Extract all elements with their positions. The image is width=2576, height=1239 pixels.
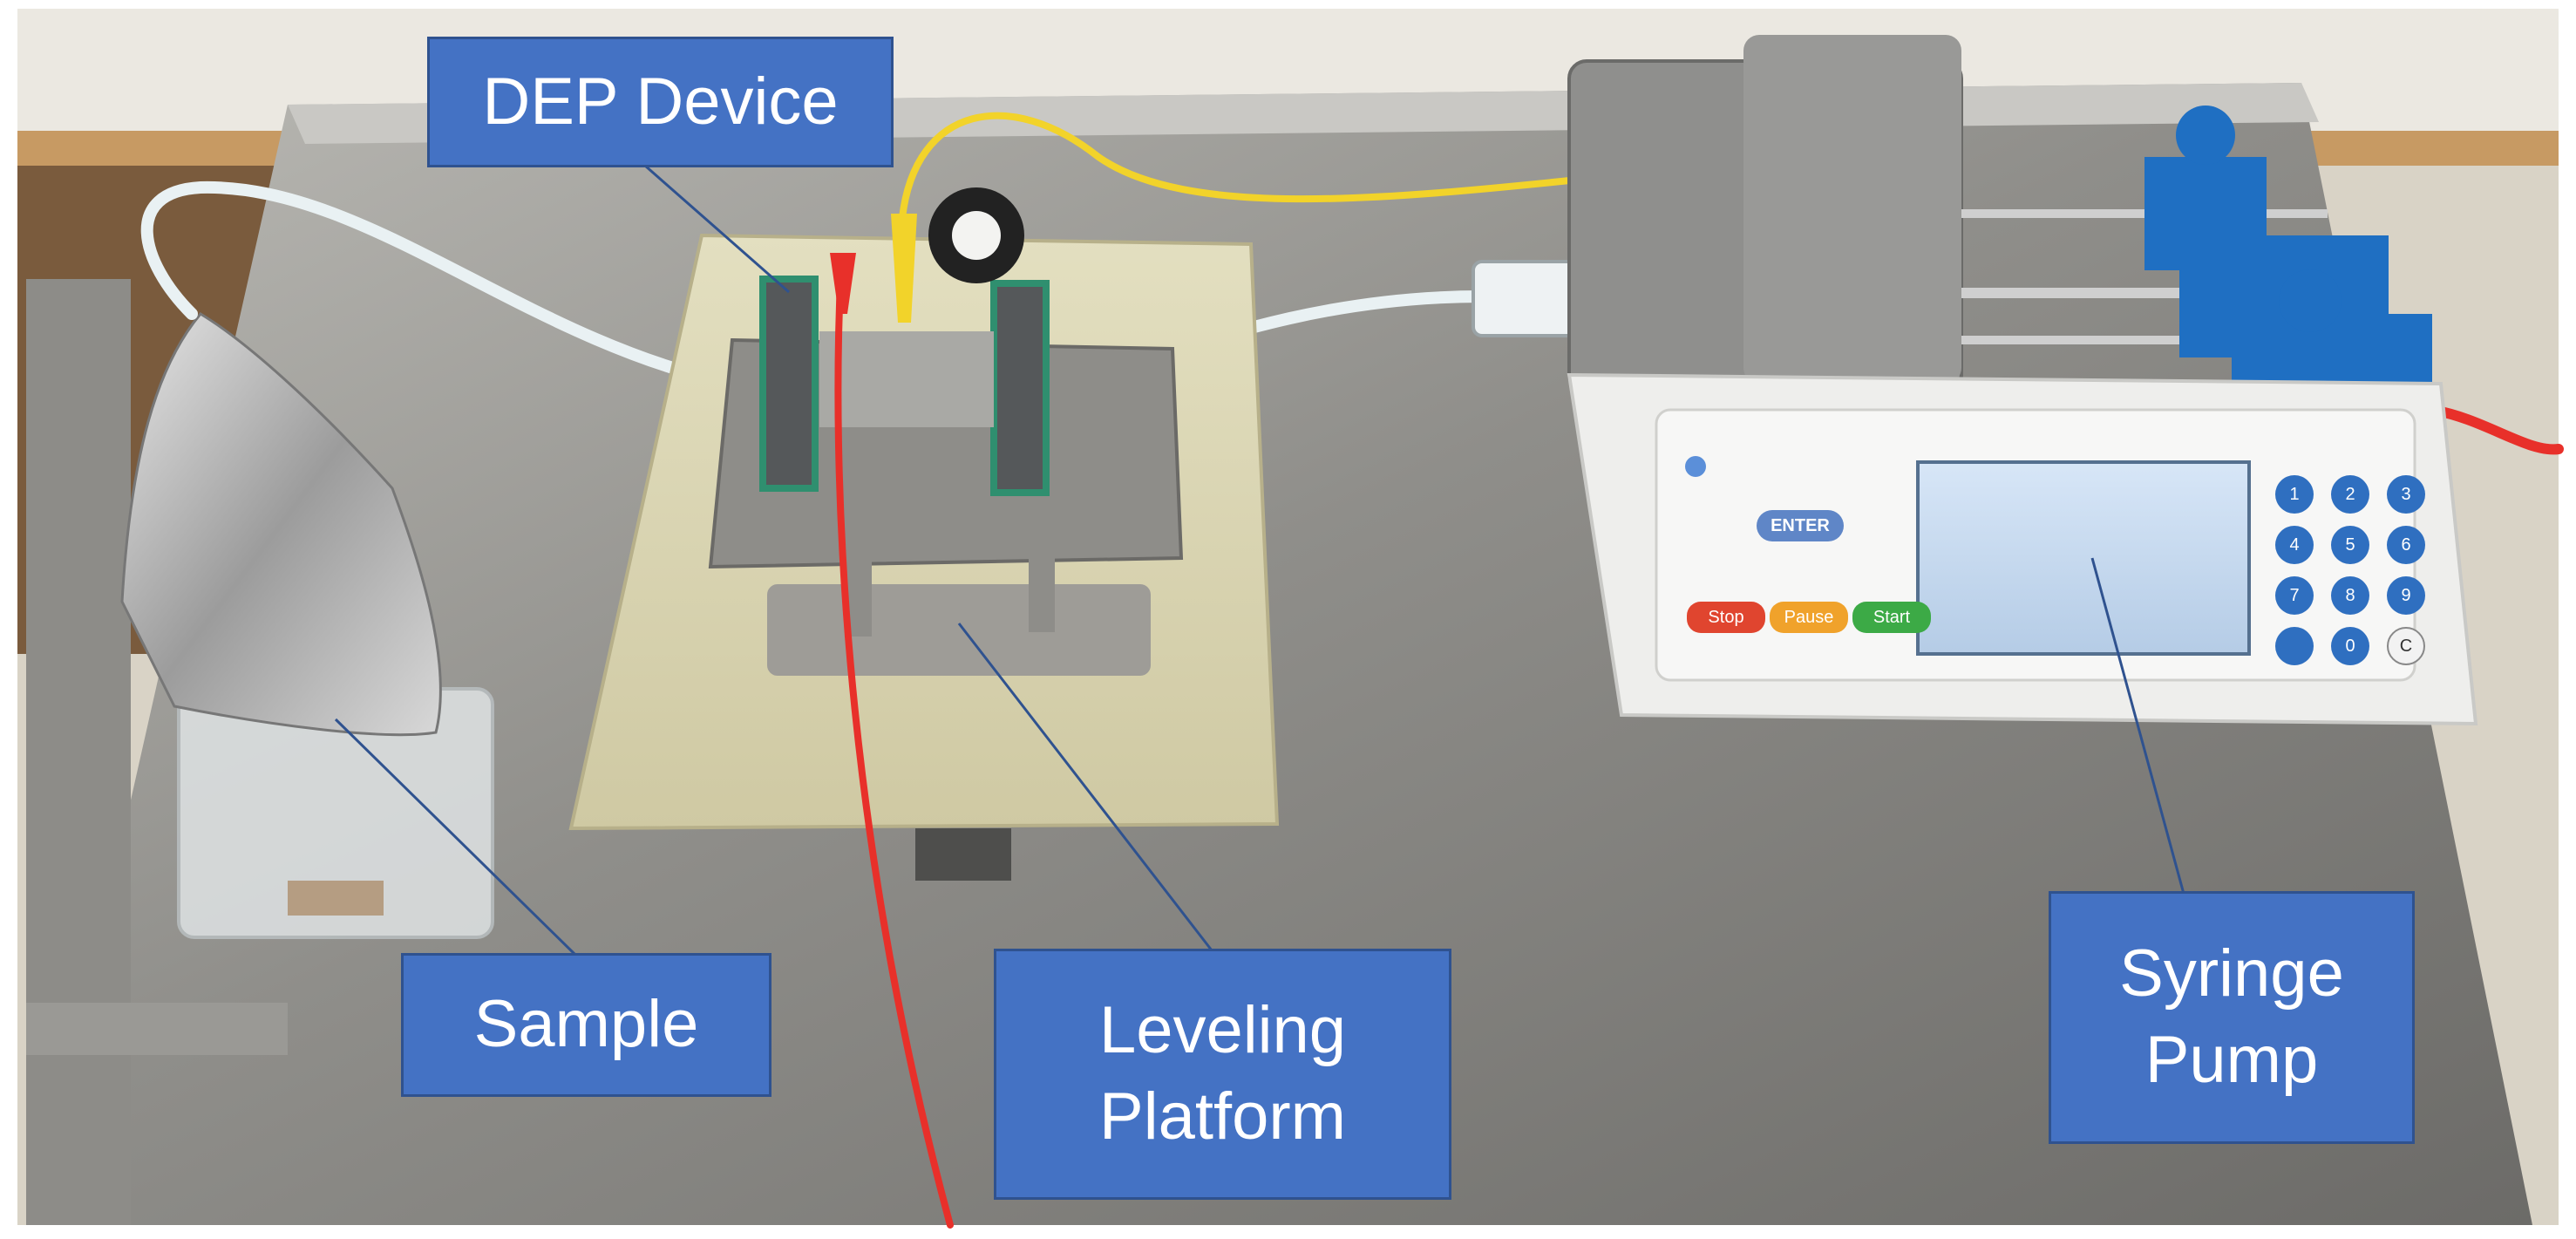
wires: [834, 112, 2564, 1229]
callout-dep-device: DEP Device: [427, 37, 894, 167]
dep-device: [708, 187, 1184, 637]
callout-leveling-platform: Leveling Platform: [994, 949, 1451, 1200]
callout-sample: Sample: [401, 953, 771, 1097]
alligator-clips: [830, 214, 917, 323]
callout-syringe-pump: Syringe Pump: [2049, 891, 2415, 1144]
